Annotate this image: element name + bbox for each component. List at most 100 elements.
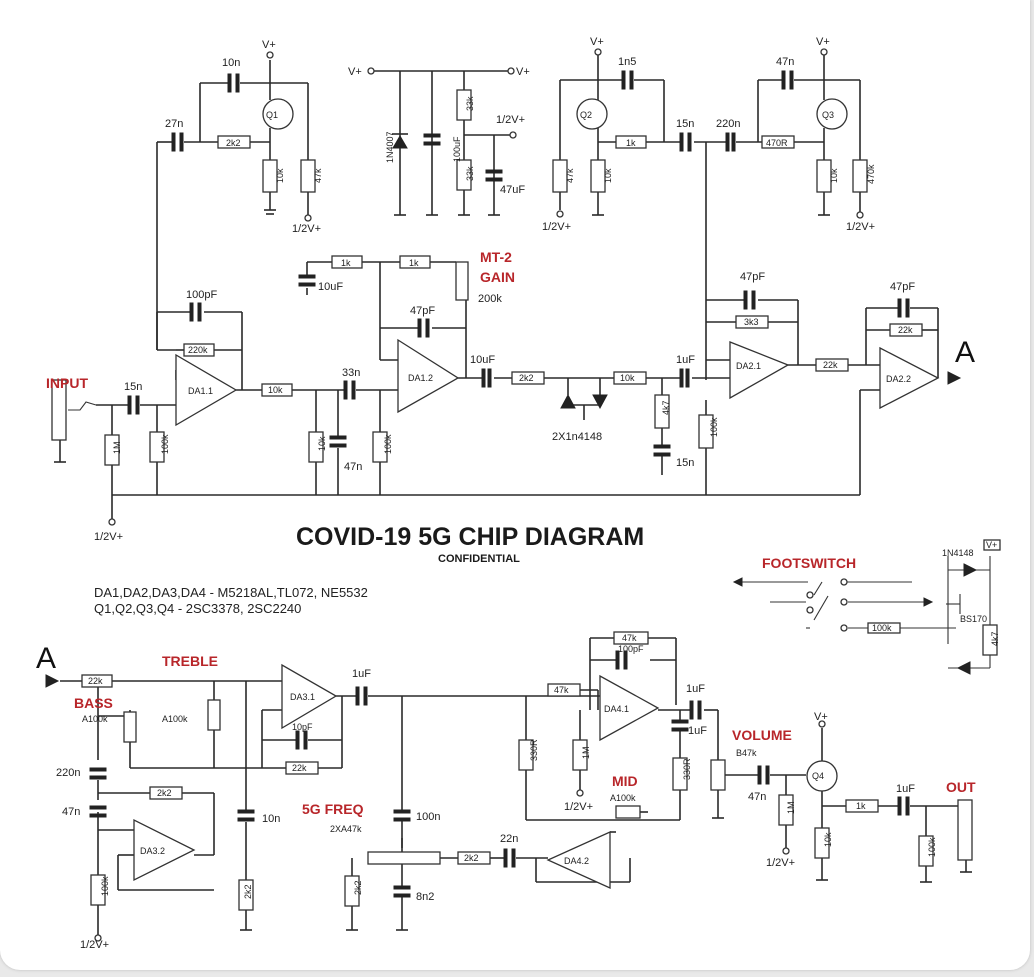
cap-plate <box>615 650 620 670</box>
cap-plate <box>393 817 411 822</box>
clip-diode <box>592 394 608 410</box>
gain-pot-symbol <box>455 261 469 301</box>
resistor <box>552 159 568 193</box>
arrow-left <box>732 577 743 587</box>
cap-plate <box>671 727 689 732</box>
label-r-10k: 10k <box>275 168 285 183</box>
cap-plate <box>905 796 910 816</box>
label-r-2k2-treb: 2k2 <box>243 884 253 899</box>
resistor <box>615 135 647 149</box>
label-pot-vol: B47k <box>736 748 757 758</box>
label-r-33k-b: 33k <box>465 166 475 181</box>
out-label: OUT <box>946 779 976 795</box>
opamp-da41-symbol <box>599 674 660 742</box>
label-r-330r-b: 330R <box>682 758 692 780</box>
note-opamps: DA1,DA2,DA3,DA4 - M5218AL,TL072, NE5532 <box>94 585 368 600</box>
opamp-da22-symbol <box>879 346 940 410</box>
resistor <box>572 739 588 771</box>
label-q-bs170: BS170 <box>960 614 987 624</box>
label-c-27n: 27n <box>165 118 183 130</box>
opamp-da21-symbol <box>729 341 790 400</box>
cap-plate <box>393 809 411 814</box>
label-r-3k3: 3k3 <box>744 317 759 327</box>
label-r-100k: 100k <box>160 434 170 454</box>
label-r-2k2-bass: 2k2 <box>157 788 172 798</box>
transistor-q3-symbol <box>816 98 848 130</box>
label-r-47k: 47k <box>313 168 323 183</box>
treble-label: TREBLE <box>162 653 218 669</box>
cap-plate <box>179 132 184 152</box>
label-c-1n5: 1n5 <box>618 56 636 68</box>
label-c-10uf: 10uF <box>318 281 343 293</box>
terminal <box>856 211 864 219</box>
terminal <box>840 598 848 606</box>
volume-pot-symbol <box>710 759 726 791</box>
label-r-100k-mid: 100k <box>383 434 393 454</box>
opamp-da12-symbol <box>397 338 460 414</box>
half-vplus-psu: 1/2V+ <box>496 114 525 126</box>
resistor <box>344 875 360 907</box>
cap-plate <box>503 848 508 868</box>
cap-plate <box>393 885 411 890</box>
label-c-10pf: 10pF <box>292 722 313 732</box>
resistor <box>285 761 319 775</box>
label-c-15n-in: 15n <box>124 381 142 393</box>
terminal <box>594 48 602 56</box>
resistor <box>149 786 183 800</box>
q1-stage <box>156 60 309 350</box>
footswitch-label: FOOTSWITCH <box>762 555 856 571</box>
label-c-100n: 100n <box>416 811 440 823</box>
label-c-47pf-da21: 47pF <box>740 271 765 283</box>
label-r-1k-out: 1k <box>856 801 866 811</box>
q3-label: Q3 <box>822 110 834 120</box>
footswitch-block <box>734 556 991 669</box>
clip-diode <box>560 393 576 409</box>
volume-output <box>725 728 972 883</box>
vplus-label-psu: V+ <box>348 66 362 78</box>
transistor-q4-symbol <box>806 760 838 792</box>
terminal <box>266 51 274 59</box>
label-pot-gain: 200k <box>478 293 502 305</box>
label-c-1uf-da21: 1uF <box>676 354 695 366</box>
cap-plate <box>127 395 132 415</box>
terminal <box>509 131 517 139</box>
cap-plate <box>355 686 360 706</box>
label-pot-freq: 2XA47k <box>330 824 362 834</box>
resistor <box>331 255 363 269</box>
resistor <box>456 159 472 191</box>
da31-label: DA3.1 <box>290 692 315 702</box>
label-c-47pf-da22: 47pF <box>890 281 915 293</box>
half-vplus-label: 1/2V+ <box>292 223 321 235</box>
label-r-10k-da11: 10k <box>268 385 283 395</box>
label-d-clip: 2X1n4148 <box>552 431 602 443</box>
bass-label: BASS <box>74 695 113 711</box>
cap-plate <box>731 132 736 152</box>
label-c-33n: 33n <box>342 367 360 379</box>
label-c-10n: 10n <box>222 57 240 69</box>
cap-plate <box>679 132 684 152</box>
resistor <box>889 323 923 337</box>
terminal <box>806 591 814 599</box>
terminal <box>782 847 790 855</box>
label-r-47k-da41b: 47k <box>554 685 569 695</box>
half-vplus-da32: 1/2V+ <box>80 939 109 951</box>
power-supply <box>374 70 510 216</box>
label-r-100k-out: 100k <box>927 837 937 857</box>
label-c-1uf-da41a: 1uF <box>686 683 705 695</box>
cap-plate <box>679 368 684 388</box>
arrow-right <box>923 597 934 607</box>
da21-label: DA2.1 <box>736 361 761 371</box>
label-r-2k2-freq-b: 2k2 <box>353 880 363 895</box>
cap-plate <box>725 132 730 152</box>
cap-plate <box>765 765 770 785</box>
da42-label: DA4.2 <box>564 856 589 866</box>
resistor <box>217 135 251 149</box>
resistor <box>547 683 581 697</box>
label-r-22k-tone: 22k <box>292 763 307 773</box>
resistor <box>511 371 545 385</box>
connector-a-out: A <box>955 336 975 369</box>
resistor <box>238 879 254 911</box>
input-jack-symbol <box>51 379 67 441</box>
label-r-33k-a: 33k <box>465 96 475 111</box>
fs-diode <box>963 563 978 577</box>
